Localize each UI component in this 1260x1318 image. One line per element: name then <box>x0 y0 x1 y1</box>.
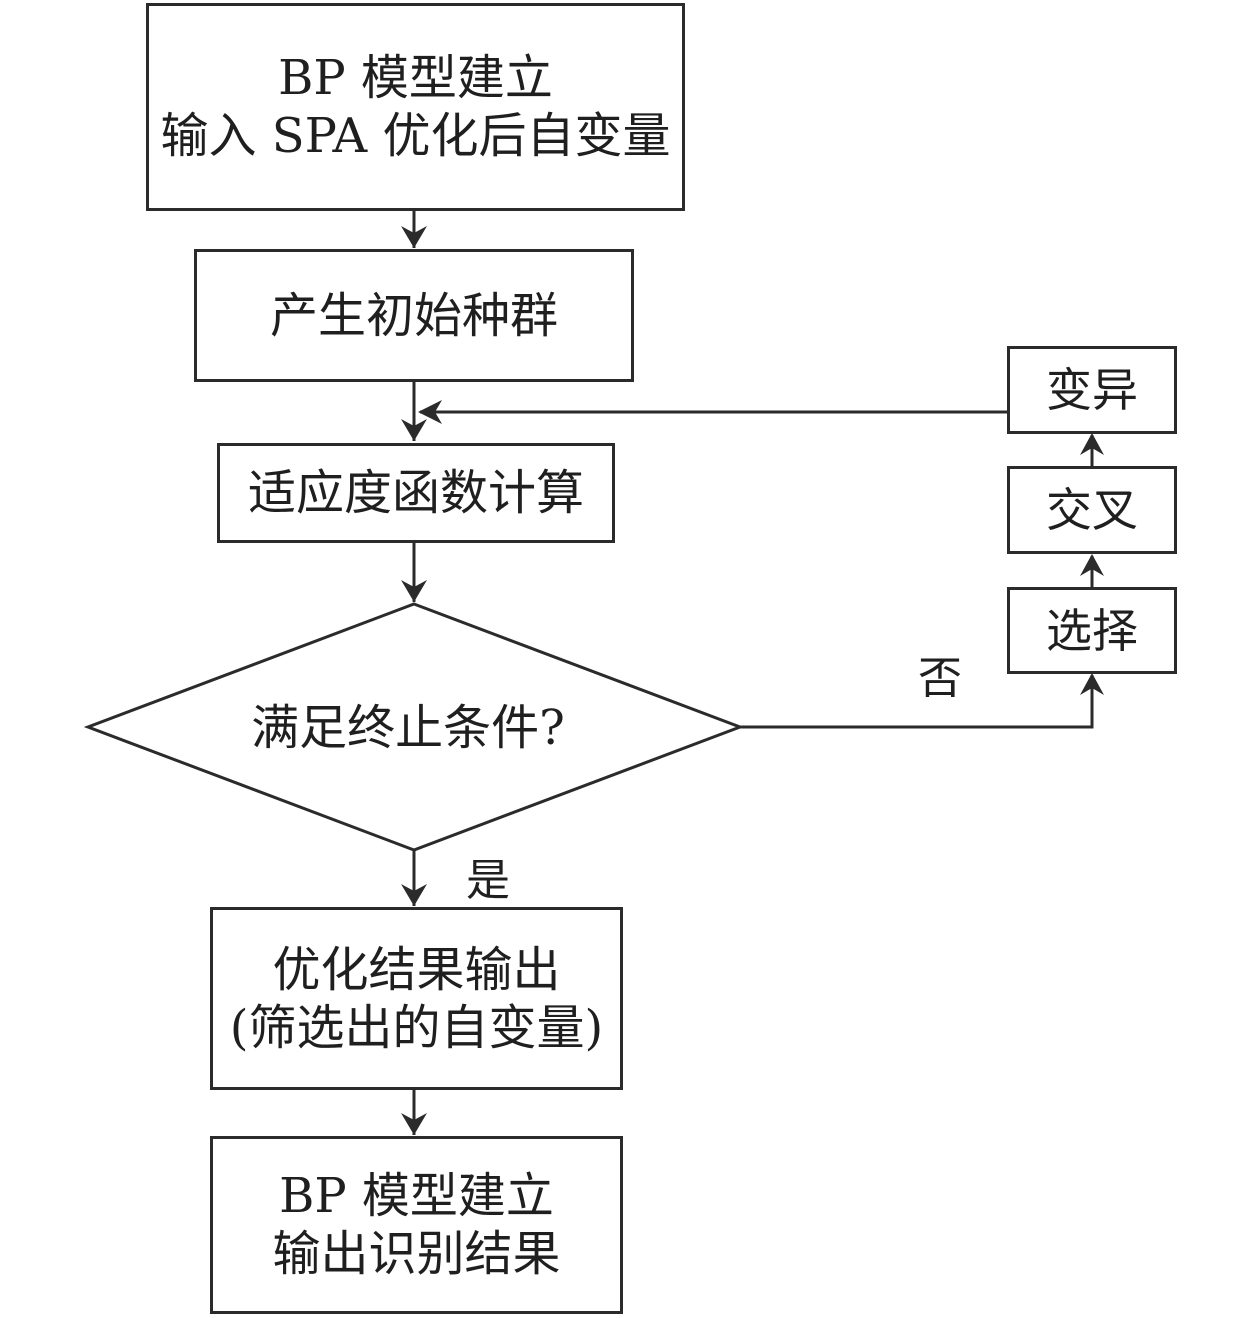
arrowhead-selection-to-crossover <box>1080 554 1104 576</box>
end-box-line2: 输出识别结果 <box>272 1226 561 1282</box>
mutation-box: 变异 <box>1007 346 1177 434</box>
fitness-box: 适应度函数计算 <box>217 443 615 543</box>
result-box-line1: 优化结果输出 <box>272 941 561 998</box>
crossover-box: 交叉 <box>1007 466 1177 554</box>
arrowhead-decision-to-result <box>401 884 427 906</box>
selection-box: 选择 <box>1007 587 1177 674</box>
start-box-line2: 输入 SPA 优化后自变量 <box>160 108 671 164</box>
end-box: BP 模型建立 输出识别结果 <box>210 1136 623 1314</box>
mutation-label: 变异 <box>1046 363 1138 417</box>
arrowhead-crossover-to-mutation <box>1080 433 1104 455</box>
arrowhead-init-to-fitness <box>401 419 427 441</box>
crossover-label: 交叉 <box>1046 483 1138 537</box>
arrowhead-result-to-end <box>401 1113 427 1135</box>
arrowhead-start-to-init <box>401 226 427 248</box>
arrowhead-fitness-to-decision <box>401 580 427 602</box>
result-box: 优化结果输出 (筛选出的自变量) <box>210 907 623 1090</box>
arrow-decision-to-selection <box>740 675 1094 729</box>
start-box-line1: BP 模型建立 <box>278 50 553 106</box>
arrowhead-mutation-to-loop <box>418 400 442 424</box>
selection-label: 选择 <box>1046 603 1138 658</box>
edge-label-no: 否 <box>918 653 962 704</box>
start-box: BP 模型建立 输入 SPA 优化后自变量 <box>146 3 685 211</box>
edge-label-yes: 是 <box>466 855 510 906</box>
fitness-label: 适应度函数计算 <box>247 465 584 521</box>
end-box-line1: BP 模型建立 <box>279 1168 554 1224</box>
init-population-label: 产生初始种群 <box>269 287 558 344</box>
init-population-box: 产生初始种群 <box>194 249 634 382</box>
decision-label: 满足终止条件? <box>251 700 565 756</box>
result-box-line2: (筛选出的自变量) <box>229 999 604 1056</box>
arrowhead-decision-to-selection <box>1080 673 1104 695</box>
